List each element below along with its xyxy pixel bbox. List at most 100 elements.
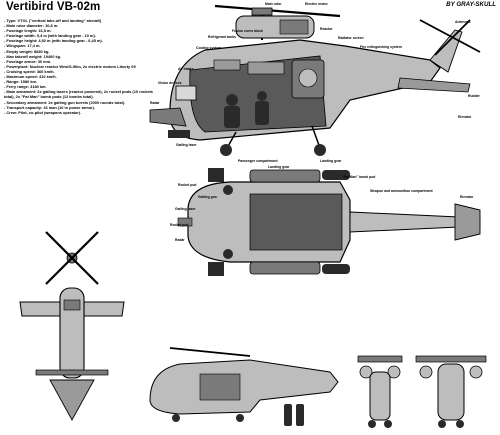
elevator-front xyxy=(35,369,109,376)
nose-radar xyxy=(149,107,187,127)
vision-devices xyxy=(175,85,197,101)
label-rocket-pod-top: Rocket pod xyxy=(178,183,196,187)
power-armor-head xyxy=(257,91,267,101)
landing-gear-rear xyxy=(368,420,376,428)
spec-item: - Main rotor diameter: 10,8 m. xyxy=(4,23,59,29)
engine-rear-2 xyxy=(469,365,483,379)
landing-gear-rear xyxy=(438,420,446,428)
label-cooling-system: Cooling system xyxy=(196,46,221,50)
fusion-cores-block xyxy=(247,61,285,75)
label-vision-devices: Vision devices xyxy=(158,81,182,85)
label-elevator: Elevator xyxy=(458,115,472,119)
label-fire-extinguishing-system: Fire extinguishing system xyxy=(360,45,402,49)
spec-item: - Max takeoff weight: 19400 kg. xyxy=(4,53,62,59)
spec-item: - Main armament: 2x gatling lasers (reac… xyxy=(4,89,153,100)
reactor-core xyxy=(298,68,318,88)
wing-rear-1 xyxy=(357,355,403,363)
label-elevator-top: Elevator xyxy=(460,195,474,199)
side-cutaway-view: Main rotor Electric motor Fusion cores b… xyxy=(149,2,481,163)
spec-item: - Range: 1580 km. xyxy=(4,79,38,85)
spec-item: - Fuselage height: 4,92 m (with landing … xyxy=(4,38,103,44)
power-armor-figure xyxy=(224,106,240,128)
spec-item: - Fuselage length: 16,5 m. xyxy=(4,28,52,34)
label-radiator-screen: Radiator screen xyxy=(338,36,364,40)
tail-rotor-blade xyxy=(434,19,471,56)
spec-item: - Ferry range: 3180 km. xyxy=(4,84,47,90)
landing-gear-wheel-small xyxy=(172,414,180,422)
fat-man-bomb-pod xyxy=(322,264,350,274)
label-landing-gear: Landing gear xyxy=(320,159,342,163)
engine-rear-1 xyxy=(359,365,373,379)
elevator-top xyxy=(454,203,481,241)
spec-item: - Powerplant: Nuclear reactor WestG-96m,… xyxy=(4,63,136,69)
label-radar-top: Radar xyxy=(175,238,185,242)
fat-man-bomb-pod xyxy=(322,170,350,180)
wing-left xyxy=(249,169,321,183)
spec-item: - Crew: Pilot, co-pilot (weapons operato… xyxy=(4,109,82,115)
spec-item: - Fuselage width: 5,4 m (with landing ge… xyxy=(4,33,96,39)
spec-item: - Maximum speed: 410 km/h. xyxy=(4,74,57,80)
label-gatling-laser-top: Gatling laser xyxy=(175,207,196,211)
rocket-pod xyxy=(208,262,224,276)
label-gatling-gun-top: Gatling gun xyxy=(198,195,217,199)
fuselage-front xyxy=(59,287,85,379)
label-rudder: Rudder xyxy=(468,94,481,98)
fuselage-small-side xyxy=(149,359,339,415)
gatling-gun-turret xyxy=(223,249,233,259)
label-refrigerant-tanks: Refrigerant tanks xyxy=(208,35,236,39)
fuselage-rear-2 xyxy=(437,363,465,421)
tail-front xyxy=(49,379,95,421)
label-weapon-and-ammunition-compartment: Weapon and ammunition compartment xyxy=(370,189,434,193)
engine-rear-2 xyxy=(419,365,433,379)
gatling-gun-turret xyxy=(223,185,233,195)
fuselage-rear-1 xyxy=(369,371,391,421)
tail-rotor-blade xyxy=(419,19,481,53)
page-title: Vertibird VB-02m xyxy=(6,1,101,13)
spec-list: - Type: VTOL ("vertical take-off and lan… xyxy=(4,18,162,115)
label-main-rotor: Main rotor xyxy=(265,2,282,6)
label-reactor: Reactor xyxy=(320,27,333,31)
cockpit-front xyxy=(63,299,81,311)
label-fat-man-bomb-pod: "Fat Man" bomb pod xyxy=(342,175,375,179)
label-air-intake: Air intake xyxy=(178,67,194,71)
refrigerant-tanks xyxy=(213,59,241,71)
rotor-hub xyxy=(251,7,273,16)
spec-item: - Cruising speed: 360 km/h. xyxy=(4,68,55,74)
gatling-laser xyxy=(168,130,190,138)
landing-gear-wheel-small xyxy=(236,414,244,422)
cargo-small-side xyxy=(199,373,241,401)
spec-item: - Secondary armament: 2x gatling gun tur… xyxy=(4,99,126,105)
electric-motor xyxy=(279,19,309,35)
author-signature: BY GRAY-SKULL xyxy=(446,1,496,8)
power-armor-head xyxy=(226,94,238,106)
label-antennas: Antennas xyxy=(455,20,471,24)
scale-figure xyxy=(284,404,292,426)
main-rotor-blade xyxy=(214,4,341,18)
spec-item: - Transport capacity: 16 man (10 in powe… xyxy=(4,104,96,110)
scale-figure xyxy=(296,404,304,426)
rudder xyxy=(429,29,463,73)
landing-gear-wheel xyxy=(220,144,232,156)
label-radar: Radar xyxy=(150,101,160,105)
small-side-view xyxy=(149,347,339,426)
engine-rear-1 xyxy=(387,365,401,379)
front-view xyxy=(19,231,125,421)
spec-item: - Type: VTOL ("vertical take-off and lan… xyxy=(4,18,102,23)
cargo-bay-top xyxy=(249,193,343,251)
label-fusion-cores-block: Fusion cores block xyxy=(232,29,263,33)
landing-gear-rear xyxy=(384,420,392,428)
label-rocket-pod-top-2: Rocket pod xyxy=(170,223,188,227)
power-armor-figure xyxy=(255,101,269,125)
rocket-pod xyxy=(208,168,224,182)
label-gatling-laser: Gatling laser xyxy=(176,143,197,147)
spec-item: - Empty weight: 8830 kg. xyxy=(4,48,50,54)
spec-item: - Wingspan: 17,4 m. xyxy=(4,43,41,49)
rotor-blade-front xyxy=(45,231,99,285)
label-electric-motor: Electric motor xyxy=(305,2,328,6)
rotor-blade-small xyxy=(169,347,251,357)
wing-rear-2 xyxy=(415,355,487,363)
elevator xyxy=(397,77,471,93)
label-passenger-compartment: Passenger compartment xyxy=(238,159,278,163)
wing-right xyxy=(249,261,321,275)
